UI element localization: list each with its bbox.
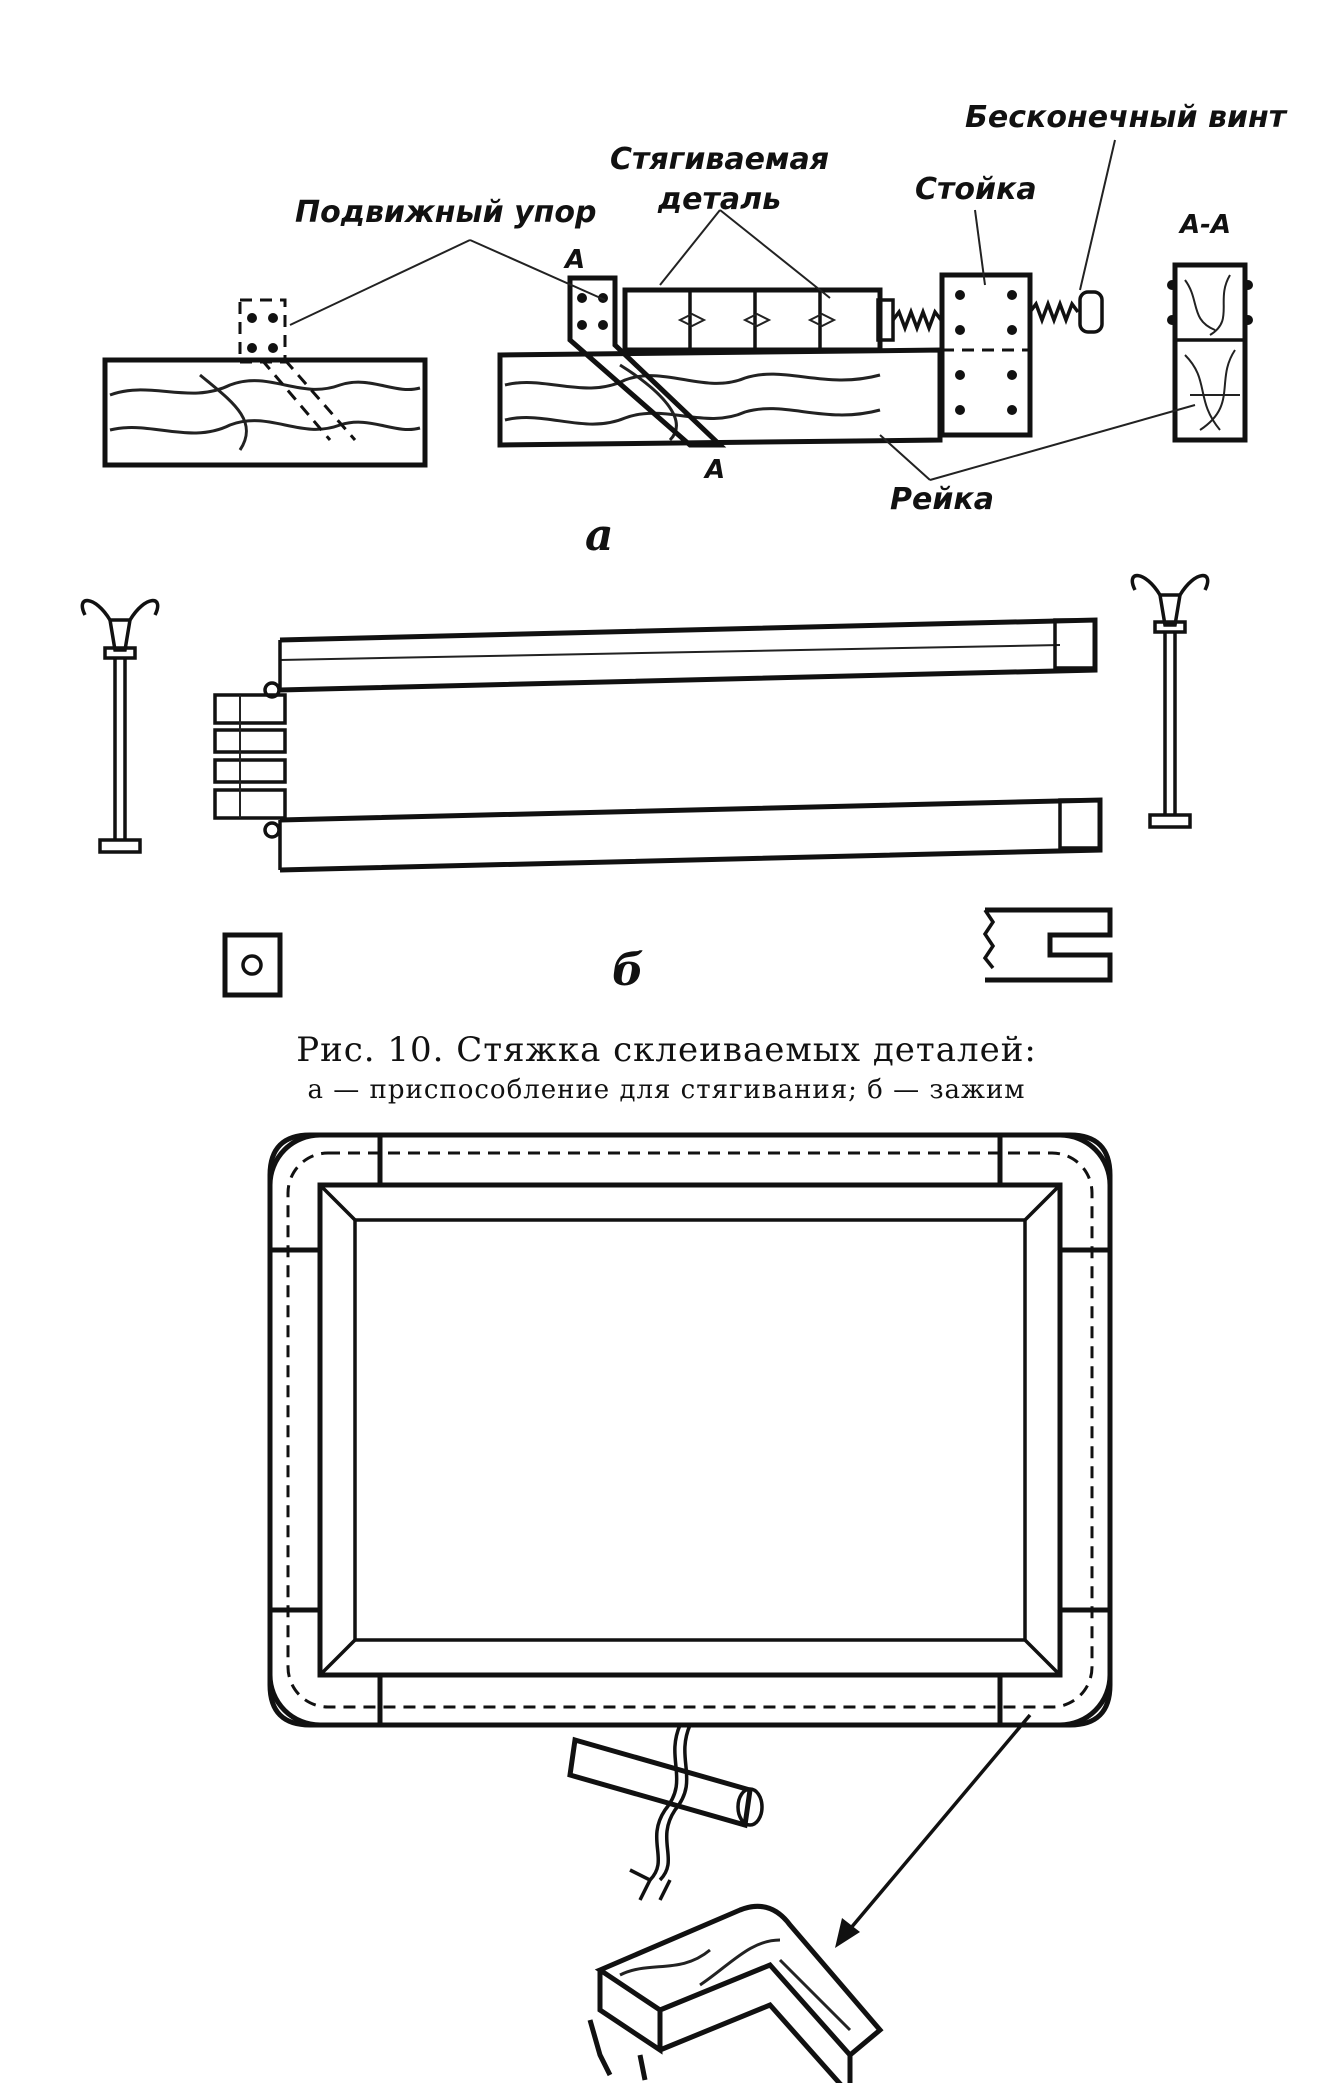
corner-pad-detail <box>587 1903 884 2083</box>
figure-caption-subtitle: а — приспособление для стягивания; б — з… <box>307 1075 1026 1105</box>
endless-screw <box>1028 290 1104 334</box>
label-movable-stop: Подвижный упор <box>295 195 597 230</box>
clamp-hinges <box>213 681 287 839</box>
label-glued-part: Стягиваемая деталь <box>610 142 829 217</box>
left-rail <box>102 357 428 468</box>
movable-stop-dashed <box>238 298 357 441</box>
corner-pad-br <box>997 1607 1113 1728</box>
fixture-diagram-a <box>102 139 1253 481</box>
label-section: А-А <box>1180 210 1232 240</box>
label-post: Стойка <box>915 172 1037 207</box>
square-nut <box>222 932 283 998</box>
clamp-diagram-b <box>80 573 1210 998</box>
glued-part <box>622 287 895 353</box>
slotted-piece <box>982 907 1113 983</box>
label-letter-b: б <box>612 945 644 996</box>
corner-pad-tl <box>267 1132 383 1253</box>
clamp-upper-bar <box>278 617 1098 693</box>
detail-arrow <box>835 1713 1032 1948</box>
label-section-mark-bottom: А <box>705 455 726 485</box>
clamp-lower-bar <box>278 797 1103 873</box>
label-rail: Рейка <box>890 482 994 517</box>
leader-lines <box>289 139 1196 481</box>
movable-stop <box>567 275 727 448</box>
label-endless-screw: Бесконечный винт <box>965 100 1287 135</box>
figure-caption-title: Рис. 10. Стяжка склеиваемых деталей: <box>296 1030 1037 1070</box>
label-section-mark-top: А <box>565 245 586 275</box>
twisting-stick <box>567 1724 764 1901</box>
frame-rope-clamp <box>267 1132 1113 2083</box>
post <box>939 272 1033 438</box>
wing-bolt-left <box>80 598 160 854</box>
corner-pad-bl <box>267 1607 383 1728</box>
label-letter-a: а <box>585 510 614 561</box>
right-rail <box>497 347 943 448</box>
section-aa <box>1167 262 1253 443</box>
spring <box>891 307 943 333</box>
wing-bolt-right <box>1130 573 1210 829</box>
corner-pad-tr <box>997 1132 1113 1253</box>
